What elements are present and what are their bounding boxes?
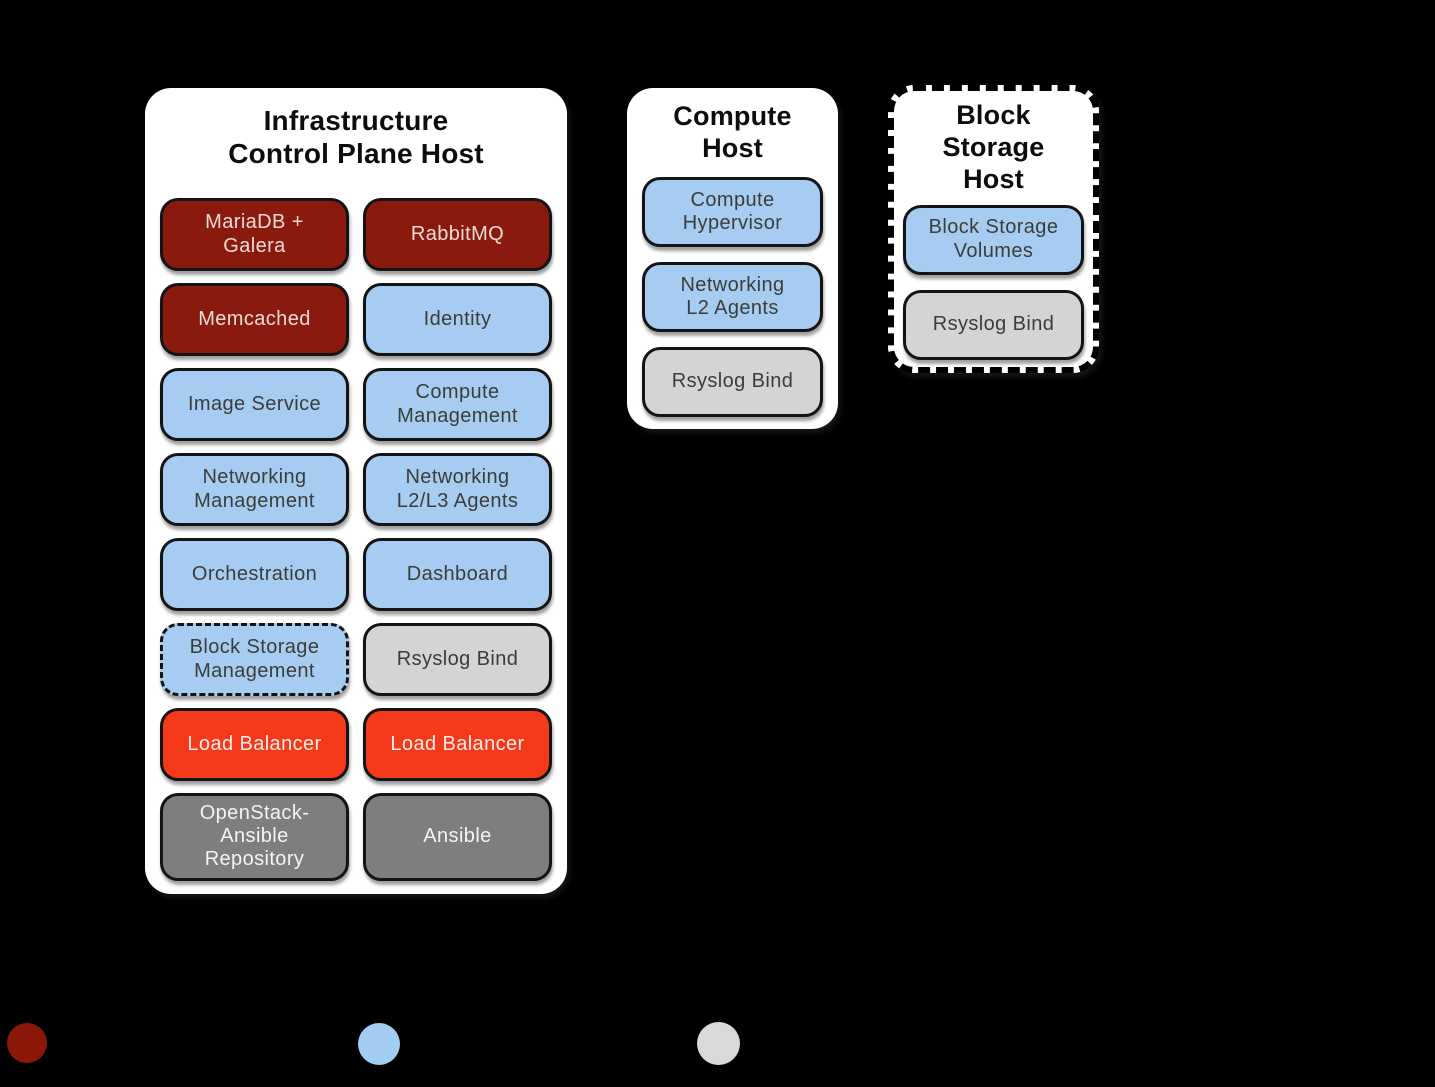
infrastructure-control-plane-host-panel: Infrastructure Control Plane Host MariaD… [145, 88, 567, 894]
compute-management-box: Compute Management [363, 368, 552, 442]
rsyslog-bind-box: Rsyslog Bind [903, 289, 1084, 360]
memcached-box: Memcached [160, 283, 349, 357]
legend-dot-light-gray [697, 1022, 740, 1065]
block-storage-host-panel: Block Storage Host Block Storage Volumes… [888, 85, 1099, 373]
block-storage-host-title: Block Storage Host [942, 100, 1045, 194]
networking-l2-l3-agents-box: Networking L2/L3 Agents [363, 453, 552, 527]
block-storage-management-box: Block Storage Management [160, 623, 349, 697]
rabbitmq-box: RabbitMQ [363, 198, 552, 272]
legend-dot-light-blue [358, 1023, 400, 1065]
load-balancer-box: Load Balancer [363, 708, 552, 782]
compute-host-title: Compute Host [673, 101, 792, 163]
image-service-box: Image Service [160, 368, 349, 442]
legend-dot-dark-red [7, 1023, 47, 1063]
rsyslog-bind-box: Rsyslog Bind [363, 623, 552, 697]
infrastructure-host-title: Infrastructure Control Plane Host [228, 105, 484, 170]
compute-hypervisor-box: Compute Hypervisor [642, 176, 823, 247]
openstack-ansible-repository-box: OpenStack- Ansible Repository [160, 793, 349, 881]
networking-l2-agents-box: Networking L2 Agents [642, 261, 823, 332]
mariadb-galera-box: MariaDB + Galera [160, 198, 349, 272]
dashboard-box: Dashboard [363, 538, 552, 612]
load-balancer-box: Load Balancer [160, 708, 349, 782]
networking-management-box: Networking Management [160, 453, 349, 527]
identity-box: Identity [363, 283, 552, 357]
ansible-box: Ansible [363, 793, 552, 881]
orchestration-box: Orchestration [160, 538, 349, 612]
rsyslog-bind-box: Rsyslog Bind [642, 346, 823, 417]
block-storage-volumes-box: Block Storage Volumes [903, 204, 1084, 275]
